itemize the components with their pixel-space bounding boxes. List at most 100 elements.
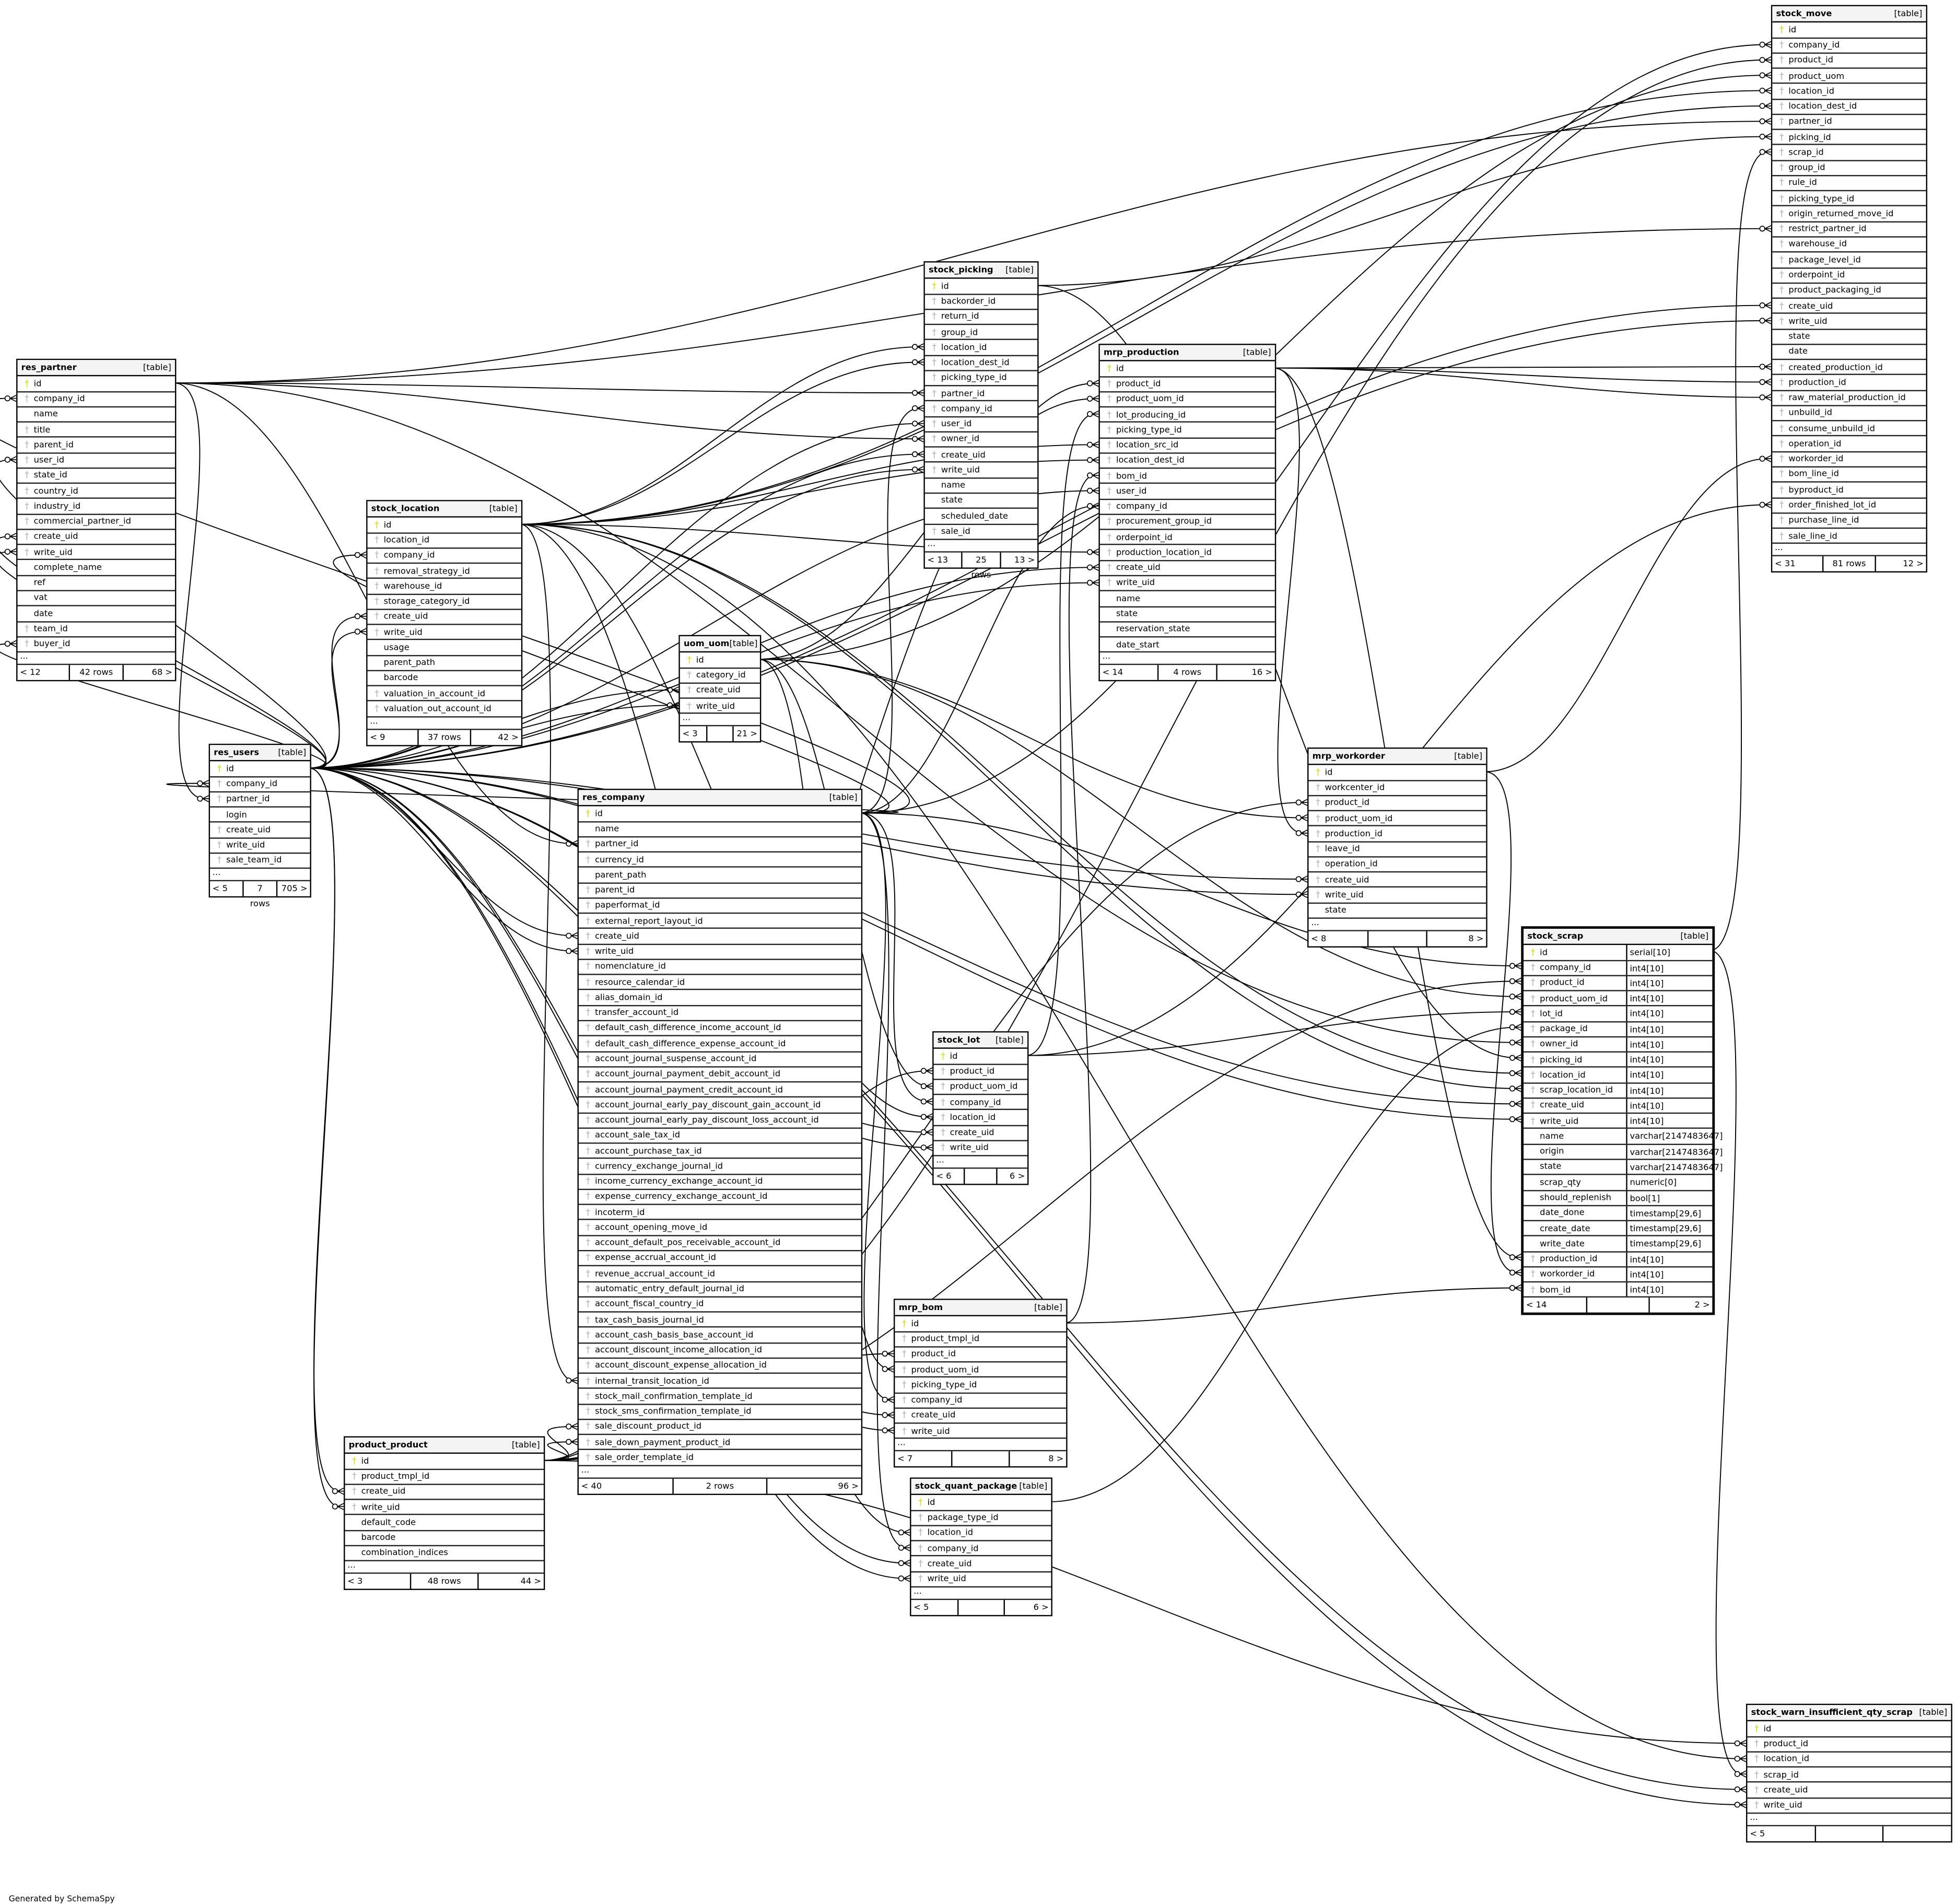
column-row[interactable]: †backorder_id <box>924 295 1038 310</box>
column-row[interactable]: †income_currency_exchange_account_id <box>578 1175 861 1190</box>
table-name[interactable]: stock_move <box>1776 8 1832 19</box>
parents-count[interactable]: < 31 <box>1775 559 1796 569</box>
column-row[interactable]: name <box>578 822 861 837</box>
column-row[interactable]: †account_fiscal_country_id <box>578 1297 861 1313</box>
column-row[interactable]: †rule_id <box>1772 176 1926 192</box>
column-row[interactable]: †create_uid <box>17 530 175 545</box>
column-row[interactable]: †raw_material_production_id <box>1772 391 1926 406</box>
column-row[interactable]: †write_uid <box>210 838 310 854</box>
column-row[interactable]: †currency_id <box>578 852 861 868</box>
parents-count[interactable]: < 7 <box>897 1454 913 1465</box>
children-count[interactable]: 16 > <box>1216 665 1274 681</box>
table-res-users[interactable]: res_users[table]†id†company_id†partner_i… <box>208 743 311 909</box>
parents-count[interactable]: < 8 <box>1311 933 1327 944</box>
children-count[interactable]: 6 > <box>995 1169 1027 1184</box>
column-row[interactable]: †company_id <box>1772 38 1926 54</box>
column-row[interactable]: †team_id <box>17 622 175 637</box>
column-row[interactable]: †partner_id <box>1772 115 1926 131</box>
table-name[interactable]: res_company <box>582 792 645 803</box>
column-row[interactable]: †account_default_pos_receivable_account_… <box>578 1236 861 1252</box>
column-row[interactable]: †user_id <box>924 417 1038 433</box>
table-name[interactable]: res_partner <box>21 362 77 373</box>
column-row[interactable]: †location_id <box>933 1111 1028 1126</box>
column-row[interactable]: †company_id <box>1099 499 1275 515</box>
column-row[interactable]: †industry_id <box>17 499 175 515</box>
column-row[interactable]: †id <box>1772 23 1926 39</box>
column-row[interactable]: †create_uid <box>911 1557 1051 1572</box>
column-row[interactable]: barcode <box>367 671 521 687</box>
table-mrp-workorder[interactable]: mrp_workorder[table]†id†workcenter_id†pr… <box>1307 747 1488 948</box>
column-row[interactable]: name <box>1099 591 1275 607</box>
column-row[interactable]: complete_name <box>17 560 175 576</box>
table-name[interactable]: mrp_workorder <box>1312 751 1385 762</box>
column-row[interactable]: †production_id <box>1308 827 1486 842</box>
column-row[interactable]: †write_uid <box>1747 1798 1951 1814</box>
column-row[interactable]: date <box>17 606 175 622</box>
column-row[interactable]: †write_uid <box>17 545 175 561</box>
column-row[interactable]: †write_uid <box>367 625 521 641</box>
table-name[interactable]: stock_warn_insufficient_qty_scrap <box>1751 1707 1913 1718</box>
column-row[interactable]: †warehouse_id <box>1772 238 1926 253</box>
column-row[interactable]: †account_journal_suspense_account_id <box>578 1052 861 1068</box>
column-row[interactable]: †lot_producing_id <box>1099 407 1275 423</box>
column-row[interactable]: †write_uid <box>911 1572 1051 1587</box>
column-row[interactable]: †partner_id <box>210 792 310 808</box>
column-row[interactable]: †default_cash_difference_expense_account… <box>578 1036 861 1052</box>
column-row[interactable]: †product_id <box>895 1347 1067 1363</box>
column-row[interactable]: parent_path <box>367 656 521 671</box>
column-row[interactable]: parent_path <box>578 868 861 883</box>
column-row[interactable]: †leave_id <box>1308 842 1486 858</box>
column-row[interactable]: †title <box>17 423 175 438</box>
column-row[interactable]: †country_id <box>17 484 175 499</box>
column-row[interactable]: †scrap_id <box>1772 146 1926 161</box>
column-row[interactable]: †create_uid <box>924 448 1038 463</box>
column-row[interactable]: †state_id <box>17 469 175 484</box>
table-name[interactable]: stock_quant_package <box>915 1481 1017 1491</box>
column-row[interactable]: †write_uid <box>578 944 861 960</box>
column-row[interactable]: †removal_strategy_id <box>367 564 521 579</box>
column-row[interactable]: †orderpoint_id <box>1772 268 1926 284</box>
table-mrp-bom[interactable]: mrp_bom[table]†id†product_tmpl_id†produc… <box>893 1299 1068 1468</box>
more-columns-ellipsis[interactable]: ... <box>933 1156 1028 1169</box>
table-stock-picking[interactable]: stock_picking[table]†id†backorder_id†ret… <box>923 261 1039 580</box>
parents-count[interactable]: < 5 <box>1750 1828 1765 1839</box>
column-row[interactable]: †bom_line_id <box>1772 468 1926 483</box>
column-row[interactable]: †internal_transit_location_id <box>578 1374 861 1389</box>
table-name[interactable]: product_product <box>348 1440 428 1450</box>
column-row[interactable]: †create_uid <box>1308 873 1486 888</box>
more-columns-ellipsis[interactable]: ... <box>367 717 521 730</box>
column-row[interactable]: †user_id <box>17 453 175 469</box>
column-row[interactable]: †product_id <box>1747 1737 1951 1753</box>
more-columns-ellipsis[interactable]: ... <box>17 652 175 665</box>
column-row[interactable]: †currency_exchange_journal_id <box>578 1159 861 1175</box>
table-name[interactable]: mrp_bom <box>898 1302 943 1313</box>
column-row[interactable]: †write_uid <box>933 1141 1028 1157</box>
column-row[interactable]: †sale_team_id <box>210 854 310 869</box>
table-stock-lot[interactable]: stock_lot[table]†id†product_id†product_u… <box>932 1031 1029 1185</box>
table-name[interactable]: res_users <box>214 747 260 758</box>
column-row[interactable]: †account_journal_payment_credit_account_… <box>578 1082 861 1098</box>
table-name[interactable]: mrp_production <box>1104 347 1179 358</box>
table-product-product[interactable]: product_product[table]†id†product_tmpl_i… <box>344 1436 545 1591</box>
column-row[interactable]: †account_journal_payment_debit_account_i… <box>578 1067 861 1083</box>
column-row[interactable]: †write_uid <box>924 463 1038 478</box>
parents-count[interactable]: < 14 <box>1102 668 1123 678</box>
parents-count[interactable]: < 40 <box>581 1480 602 1491</box>
column-row[interactable]: †return_id <box>924 310 1038 325</box>
column-row[interactable]: †origin_returned_move_id <box>1772 207 1926 223</box>
column-row[interactable]: †product_uom_id <box>1308 811 1486 827</box>
table-name[interactable]: stock_lot <box>937 1035 980 1045</box>
column-row[interactable]: state <box>1099 607 1275 623</box>
column-row[interactable]: †valuation_in_account_id <box>367 686 521 702</box>
column-row[interactable]: †company_id <box>924 402 1038 417</box>
